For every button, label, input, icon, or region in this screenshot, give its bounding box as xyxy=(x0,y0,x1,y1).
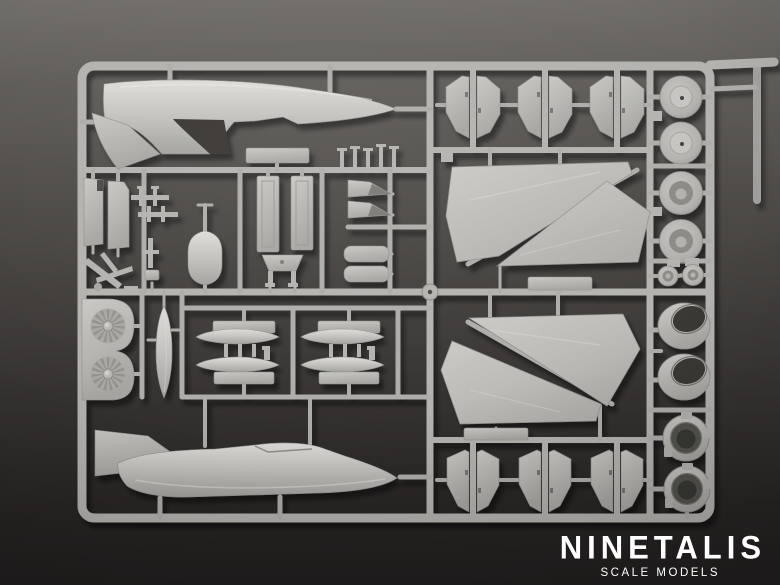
intake-trunk-halves xyxy=(83,177,130,250)
brand-tagline: SCALE MODELS xyxy=(600,567,720,579)
engine-nozzle-1 xyxy=(662,412,711,462)
small-column-parts xyxy=(143,238,160,281)
stub-block xyxy=(651,111,662,121)
fin-pair xyxy=(517,75,573,139)
small-block xyxy=(441,153,453,162)
watermark: NINETALIS SCALE MODELS xyxy=(559,529,766,579)
engine-nozzle-2 xyxy=(663,463,712,513)
engine-fan-plate xyxy=(81,298,135,401)
landing-gear-struts xyxy=(84,252,138,291)
fin-runner-bar xyxy=(470,438,476,518)
fuel-tank xyxy=(300,328,385,345)
fuel-tank-cluster-2 xyxy=(300,320,385,385)
engine-tube-2 xyxy=(657,353,711,401)
fuselage-upper-fin xyxy=(91,112,161,170)
fan-blades xyxy=(91,357,125,391)
brand-logo: NINETALIS xyxy=(559,529,766,567)
fin-runner-bar xyxy=(542,64,548,150)
sprue-node xyxy=(421,283,439,301)
stabilizer-pairs-top xyxy=(445,75,645,139)
wing-panel-bottom-right xyxy=(467,313,641,407)
fuel-tank xyxy=(195,328,280,345)
stub-block xyxy=(667,259,680,267)
nose-wheel-2 xyxy=(682,264,704,286)
main-wheel-4 xyxy=(659,219,703,263)
fuel-tank xyxy=(300,356,385,373)
fin-pair xyxy=(590,449,644,513)
axle-cross-parts xyxy=(131,186,178,222)
flat-plate xyxy=(245,147,310,164)
seat-bulkhead-part xyxy=(261,254,304,287)
engine-parts xyxy=(657,302,712,513)
intake-ramps xyxy=(343,179,393,283)
engine-tube-1 xyxy=(657,302,711,350)
frame-top-extension xyxy=(705,57,779,70)
stub-block xyxy=(652,207,662,216)
nose-wheel-1 xyxy=(657,265,679,287)
main-wheel-3 xyxy=(659,171,703,215)
ramp-slab xyxy=(343,265,390,283)
fin-runner-bar xyxy=(614,64,620,150)
fuselage-cockpit-opening xyxy=(173,119,230,154)
fin-runner-bar xyxy=(470,64,476,150)
fuel-tank-cluster-1 xyxy=(195,320,280,385)
fin-pair xyxy=(518,449,572,513)
stabilizer-pairs-bottom xyxy=(446,449,644,513)
wing-panel-top-right xyxy=(495,180,651,267)
main-wheel-1 xyxy=(659,75,703,119)
fin-runner-bar xyxy=(614,438,620,518)
canopy-plates xyxy=(245,147,314,253)
bracket xyxy=(367,346,375,360)
wing-panel-bottom-left xyxy=(440,340,602,425)
bracket xyxy=(262,346,270,360)
sprue-frame xyxy=(77,57,779,523)
fin-pair xyxy=(589,75,645,139)
fuel-tank xyxy=(195,356,280,373)
fin-pair xyxy=(446,449,500,513)
canopy-frame-plate xyxy=(290,175,314,251)
cockpit-tank-part xyxy=(187,230,223,286)
drop-tank xyxy=(155,305,173,399)
flat-plate-bottom xyxy=(463,427,529,441)
wing-panel-top-left xyxy=(445,161,633,263)
pylon-plate xyxy=(213,371,275,385)
fin-pair xyxy=(445,75,501,139)
pylon-plate xyxy=(318,371,380,385)
fuselage-upper-half xyxy=(91,79,397,170)
wheels xyxy=(651,75,704,287)
main-wheel-2 xyxy=(659,121,703,165)
canopy-frame-plate xyxy=(256,175,280,253)
ramp-slab xyxy=(343,245,390,263)
stub-block xyxy=(685,258,699,266)
fan-blades xyxy=(91,309,125,343)
flat-plate-top xyxy=(527,276,593,291)
fuselage-lower-half xyxy=(94,429,398,498)
fin-runner-bar xyxy=(542,438,548,518)
wing-panels xyxy=(440,153,651,441)
small-pegs xyxy=(337,144,399,170)
